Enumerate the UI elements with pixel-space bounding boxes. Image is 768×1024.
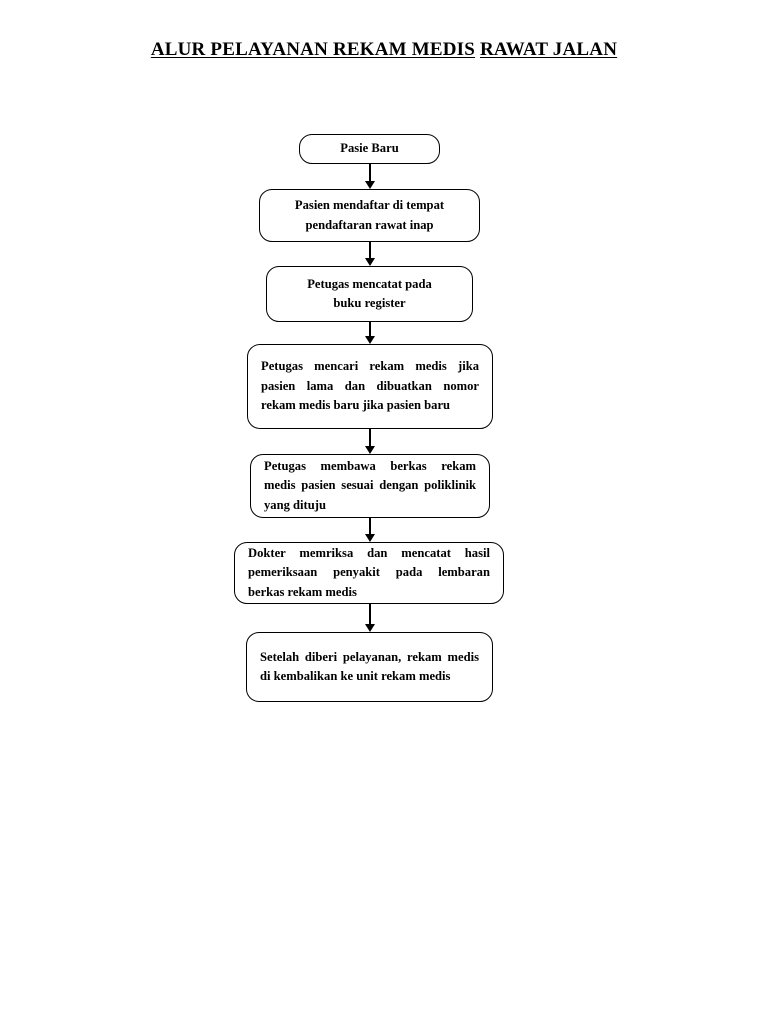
- flow-arrow-6: [363, 604, 377, 632]
- flow-node-kembali-unit-rekam-medis: Setelah diberi pelayanan, rekam medis di…: [246, 632, 493, 702]
- arrow-shaft: [369, 604, 371, 624]
- flow-node-pendaftaran: Pasien mendaftar di tempat pendaftaran r…: [259, 189, 480, 242]
- arrow-head-icon: [365, 534, 375, 542]
- arrow-head-icon: [365, 446, 375, 454]
- arrow-head-icon: [365, 336, 375, 344]
- arrow-head-icon: [365, 624, 375, 632]
- arrow-head-icon: [365, 258, 375, 266]
- arrow-shaft: [369, 322, 371, 336]
- arrow-head-icon: [365, 181, 375, 189]
- flow-node-label: Petugas mencatat pada buku register: [307, 276, 432, 311]
- flow-node-bawa-berkas: Petugas membawa berkas rekam medis pasie…: [250, 454, 490, 518]
- page-title-line-2: RAWAT JALAN: [479, 39, 618, 60]
- arrow-shaft: [369, 164, 371, 181]
- arrow-shaft: [369, 518, 371, 534]
- flow-arrow-5: [363, 518, 377, 542]
- flow-arrow-2: [363, 242, 377, 266]
- flow-arrow-1: [363, 164, 377, 189]
- flow-node-buku-register: Petugas mencatat pada buku register: [266, 266, 473, 322]
- page-title: ALUR PELAYANAN REKAM MEDIS RAWAT JALAN: [0, 36, 768, 63]
- flow-node-dokter-periksa: Dokter memriksa dan mencatat hasil pemer…: [234, 542, 504, 604]
- flow-node-label: Pasie Baru: [340, 141, 399, 156]
- flow-node-label: Dokter memriksa dan mencatat hasil pemer…: [248, 545, 490, 599]
- page-title-line-1: ALUR PELAYANAN REKAM MEDIS: [150, 39, 476, 60]
- flow-node-label: Petugas membawa berkas rekam medis pasie…: [264, 458, 476, 512]
- arrow-shaft: [369, 242, 371, 258]
- arrow-shaft: [369, 429, 371, 446]
- flow-node-label: Petugas mencari rekam medis jika pasien …: [261, 359, 479, 413]
- flow-arrow-3: [363, 322, 377, 344]
- flow-node-pasie-baru: Pasie Baru: [299, 134, 440, 164]
- flow-node-label: Setelah diberi pelayanan, rekam medis di…: [260, 649, 479, 684]
- flow-arrow-4: [363, 429, 377, 454]
- flow-node-cari-rekam-medis: Petugas mencari rekam medis jika pasien …: [247, 344, 493, 429]
- flow-node-label: Pasien mendaftar di tempat pendaftaran r…: [294, 198, 445, 232]
